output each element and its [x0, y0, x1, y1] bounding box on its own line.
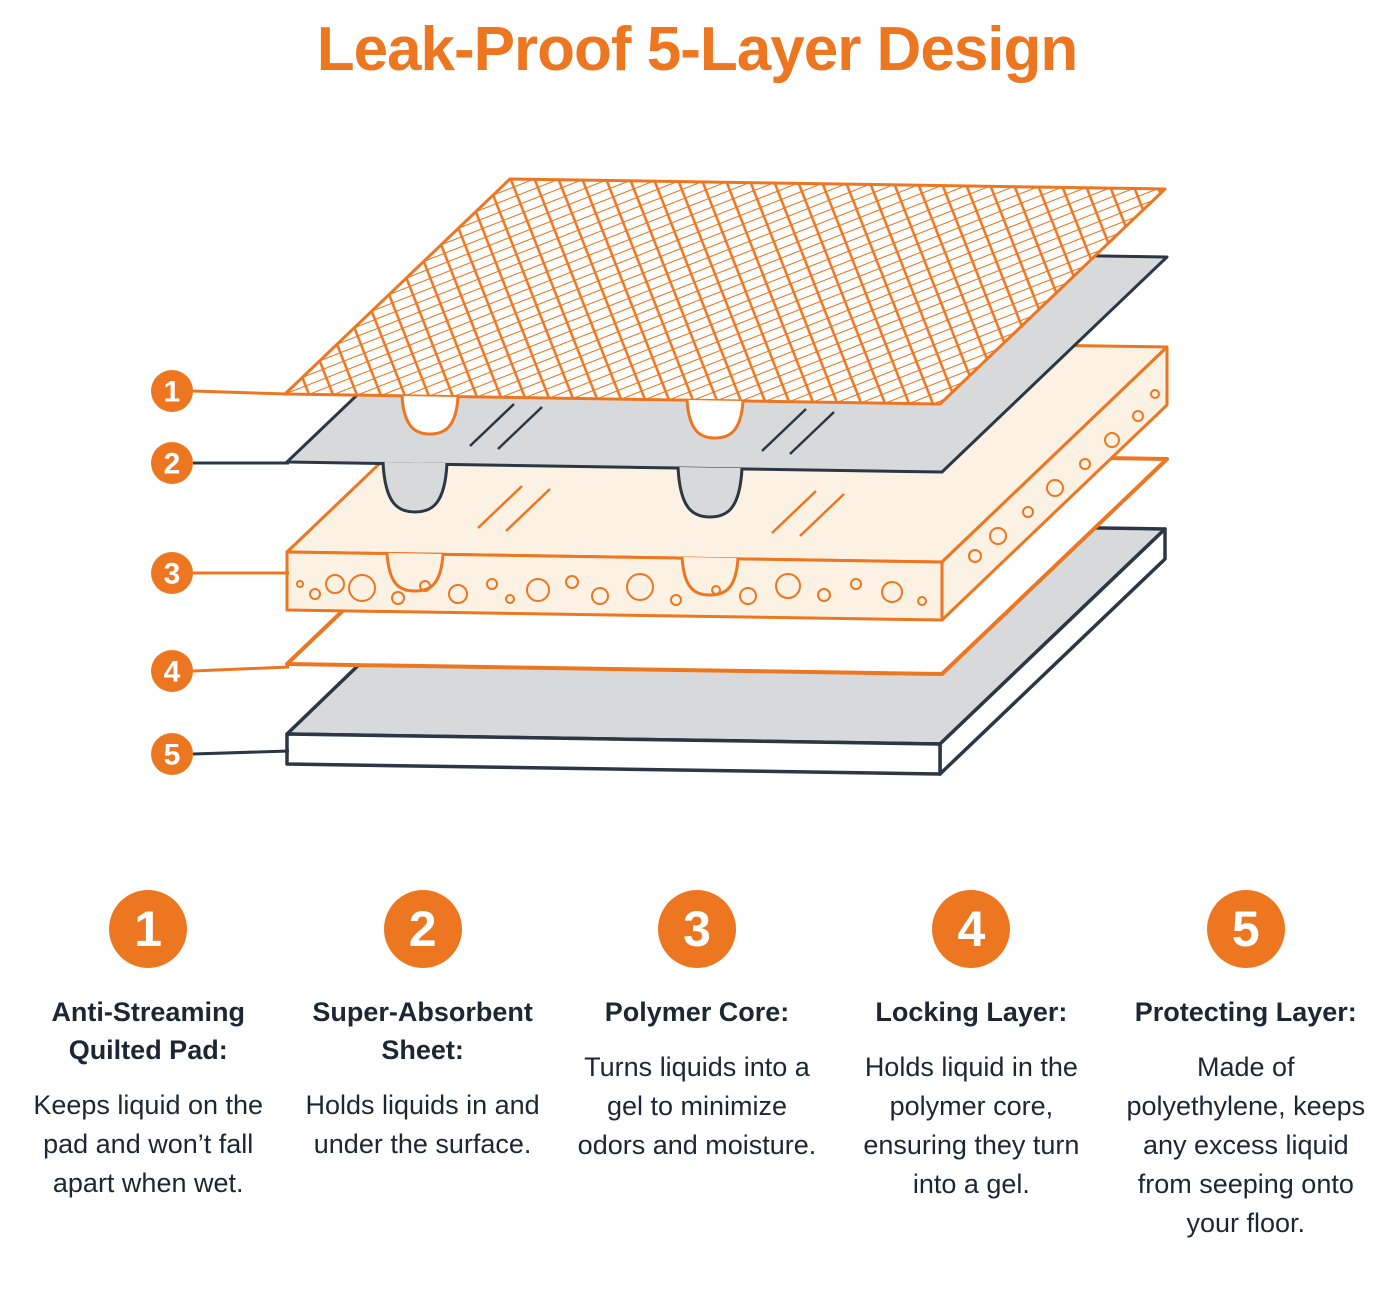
- number-circle-3: 3: [657, 890, 736, 968]
- absorbent-sheet-hatch-ticks: [469, 403, 835, 455]
- layer1-quilted-mesh-pad: [283, 177, 1167, 440]
- layer-description-2: 2 Super-Absorbent Sheet: Holds liquids i…: [302, 890, 542, 1244]
- badge-4-label: 4: [164, 656, 181, 689]
- polymer-core-hatch-ticks: [477, 485, 845, 537]
- badge-1-label: 1: [164, 376, 181, 409]
- layer-description-3: 3 Polymer Core: Turns liquids into a gel…: [577, 890, 817, 1244]
- layer-4-body: Holds liquid in the polymer core, ensuri…: [863, 1051, 1080, 1200]
- badge-4: 4: [151, 650, 193, 692]
- layer-descriptions: 1 Anti-Streaming Quilted Pad: Keeps liqu…: [0, 890, 1394, 1244]
- layer-1-heading: Anti-Streaming Quilted Pad:: [51, 997, 245, 1065]
- leader-lines: [192, 389, 290, 756]
- layer-5-heading: Protecting Layer:: [1134, 997, 1357, 1027]
- layer-description-4: 4 Locking Layer: Holds liquid in the pol…: [851, 890, 1091, 1244]
- badge-1: 1: [151, 370, 193, 412]
- layer-4-heading: Locking Layer:: [875, 997, 1068, 1027]
- polymer-core-bubbles: [296, 389, 1160, 606]
- number-circle-4: 4: [932, 890, 1011, 968]
- layer-description-1: 1 Anti-Streaming Quilted Pad: Keeps liqu…: [28, 890, 268, 1244]
- number-circle-5: 5: [1206, 890, 1285, 968]
- exploded-layers-illustration: 1 2 3 4 5: [151, 177, 1169, 776]
- layer-3-body: Turns liquids into a gel to minimize odo…: [577, 1051, 817, 1161]
- diagram-badges: 1 2 3 4 5: [151, 370, 193, 775]
- layer-1-body: Keeps liquid on the pad and won’t fall a…: [33, 1089, 264, 1198]
- layer-5-body: Made of polyethylene, keeps any excess l…: [1126, 1051, 1366, 1239]
- number-circle-1: 1: [109, 890, 188, 968]
- badge-5-label: 5: [164, 739, 181, 772]
- badge-3-label: 3: [164, 558, 181, 591]
- layer-description-5: 5 Protecting Layer: Made of polyethylene…: [1126, 890, 1366, 1244]
- number-circle-2: 2: [383, 890, 462, 968]
- layer-2-heading: Super-Absorbent Sheet:: [312, 997, 533, 1065]
- page-title: Leak-Proof 5-Layer Design: [316, 15, 1079, 84]
- layer-diagram: 1 2 3 4 5: [0, 104, 1394, 866]
- layer-2-body: Holds liquids in and under the surface.: [305, 1089, 540, 1159]
- badge-5: 5: [151, 733, 193, 775]
- badge-3: 3: [151, 552, 193, 594]
- badge-2-label: 2: [164, 448, 181, 481]
- layer-3-heading: Polymer Core:: [604, 997, 790, 1027]
- badge-2: 2: [151, 442, 193, 484]
